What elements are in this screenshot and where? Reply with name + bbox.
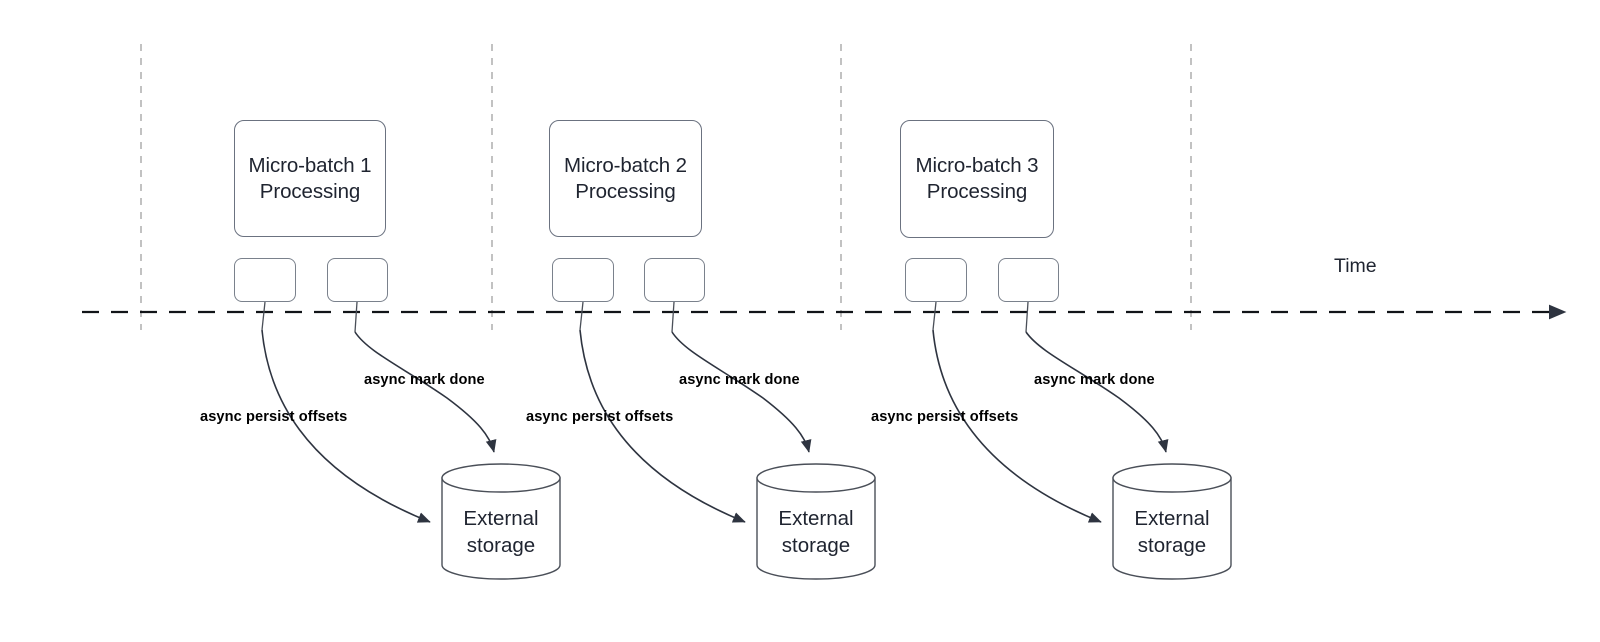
micro-batch-processing-box-2[interactable]: Micro-batch 2 Processing <box>549 120 702 237</box>
external-storage-label-1: External storage <box>463 507 539 557</box>
persist-offsets-arrow-3 <box>932 329 1102 523</box>
mini-task-box-2b[interactable] <box>644 258 705 302</box>
stage-2-arrows <box>579 329 812 523</box>
micro-batch-label-3: Micro-batch 3 Processing <box>915 154 1039 203</box>
persist-offsets-label-1: async persist offsets <box>200 409 348 425</box>
micro-batch-processing-box-1[interactable]: Micro-batch 1 Processing <box>234 120 386 237</box>
mini-task-box-1a[interactable] <box>234 258 296 302</box>
mark-done-arrow-2 <box>671 331 812 453</box>
stage-1-arrows <box>261 329 497 523</box>
time-axis-label: Time <box>1334 255 1377 277</box>
persist-offsets-label-3: async persist offsets <box>871 409 1019 425</box>
mini-task-box-2a[interactable] <box>552 258 614 302</box>
external-storage-shape-2 <box>756 463 876 580</box>
mini-task-box-3a[interactable] <box>905 258 967 302</box>
storage-cylinders <box>441 463 1232 580</box>
mark-done-label-2: async mark done <box>679 372 800 388</box>
external-storage-shape-3 <box>1112 463 1232 580</box>
mini-task-box-3b[interactable] <box>998 258 1059 302</box>
external-storage-label-3: External storage <box>1134 507 1210 557</box>
stage-3-arrows <box>932 329 1169 523</box>
micro-batch-label-2: Micro-batch 2 Processing <box>564 153 687 203</box>
mark-done-arrow-1 <box>354 331 497 453</box>
mark-done-label-3: async mark done <box>1034 372 1155 388</box>
mark-done-label-1: async mark done <box>364 372 485 388</box>
persist-offsets-arrow-2 <box>579 329 746 523</box>
mark-done-arrow-3 <box>1025 331 1169 453</box>
mini-task-box-1b[interactable] <box>327 258 388 302</box>
external-storage-shape-1 <box>441 463 561 580</box>
persist-offsets-arrow-1 <box>261 329 431 523</box>
micro-batch-label-1: Micro-batch 1 Processing <box>248 153 372 203</box>
micro-batch-processing-box-3[interactable]: Micro-batch 3 Processing <box>900 120 1054 238</box>
guide-lines <box>140 44 1192 330</box>
external-storage-label-2: External storage <box>778 507 854 557</box>
task-stems <box>261 301 1029 333</box>
persist-offsets-label-2: async persist offsets <box>526 409 674 425</box>
